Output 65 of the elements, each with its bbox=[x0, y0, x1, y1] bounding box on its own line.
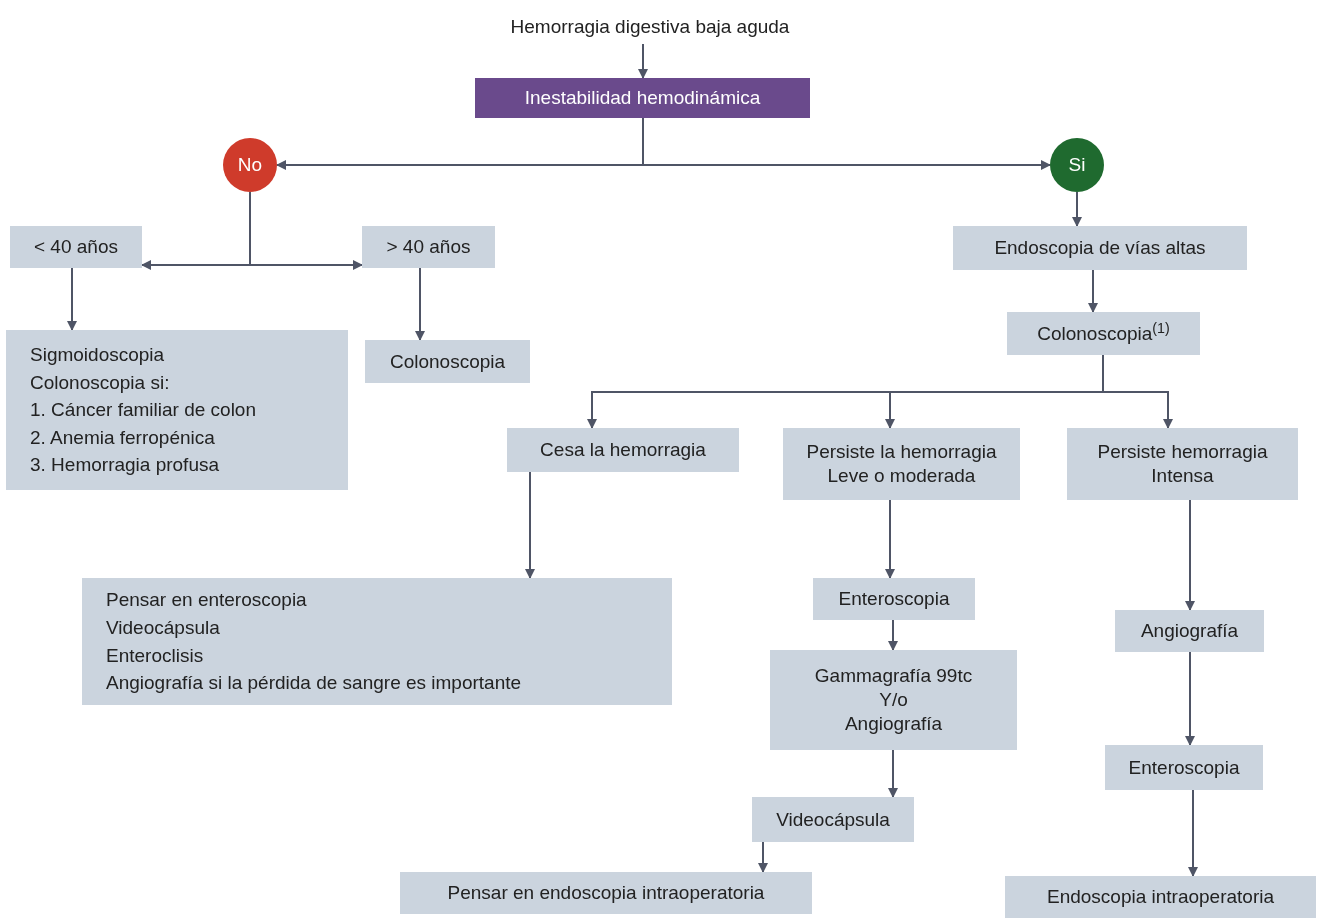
process-box bbox=[783, 428, 1020, 500]
box-text: Inestabilidad hemodinámica bbox=[524, 86, 761, 110]
arrow bbox=[67, 267, 77, 331]
arrow bbox=[888, 619, 898, 651]
process-box bbox=[10, 226, 142, 268]
box-text: Endoscopia intraoperatoria bbox=[1046, 885, 1275, 909]
process-box bbox=[752, 797, 914, 842]
arrow bbox=[1188, 789, 1198, 877]
process-box bbox=[507, 428, 739, 472]
arrow bbox=[638, 43, 648, 79]
box-text: Angiografía si la pérdida de sangre es importante bbox=[106, 671, 522, 696]
process-box bbox=[6, 330, 348, 490]
box-text: Enteroscopia bbox=[838, 587, 950, 611]
box-text: Videocápsula bbox=[776, 807, 890, 832]
box-text: Y/o bbox=[879, 688, 908, 712]
box-text: Leve o moderada bbox=[827, 464, 976, 488]
box-text: Colonoscopia$^{(1)}$ bbox=[1037, 321, 1170, 346]
process-box bbox=[1115, 610, 1264, 652]
box-text: Cesa la hemorragia bbox=[540, 438, 706, 462]
process-box bbox=[365, 340, 530, 383]
arrow bbox=[1185, 499, 1195, 611]
arrow bbox=[1088, 269, 1098, 313]
box-text: Persiste la hemorragia bbox=[806, 440, 997, 464]
arrow bbox=[415, 267, 425, 341]
arrow bbox=[758, 841, 768, 873]
process-box bbox=[1105, 745, 1263, 790]
box-text: Pensar en enteroscopia bbox=[106, 588, 307, 613]
box-text: Intensa bbox=[1151, 464, 1214, 488]
process-box bbox=[362, 226, 495, 268]
arrow bbox=[1102, 354, 1173, 429]
process-box bbox=[1067, 428, 1298, 500]
process-box bbox=[953, 226, 1247, 270]
box-text: Angiografía bbox=[844, 711, 943, 736]
process-box bbox=[475, 78, 810, 118]
box-text: < 40 años bbox=[34, 235, 118, 259]
box-text: Enteroscopia bbox=[1128, 755, 1240, 780]
box-text: Colonoscopia si: bbox=[30, 370, 170, 395]
box-text: Videocápsula bbox=[106, 615, 220, 640]
process-box bbox=[400, 872, 812, 914]
process-box bbox=[1005, 876, 1316, 918]
box-text: 3. Hemorragia profusa bbox=[30, 453, 220, 478]
box-text: Endoscopia de vías altas bbox=[994, 236, 1206, 260]
box-text: Gammagrafía 99tc bbox=[814, 664, 973, 689]
arrow bbox=[249, 191, 363, 270]
arrow bbox=[1072, 191, 1082, 227]
process-box bbox=[813, 578, 975, 620]
process-box bbox=[82, 578, 672, 705]
box-text: 2. Anemia ferropénica bbox=[30, 425, 215, 450]
arrow bbox=[888, 749, 898, 798]
box-text: > 40 años bbox=[386, 235, 471, 259]
box-text: Si bbox=[1068, 153, 1086, 177]
box-text: Pensar en endoscopia intraoperatoria bbox=[447, 881, 765, 905]
box-text: Angiografía bbox=[1140, 619, 1239, 643]
process-box bbox=[1007, 312, 1200, 355]
box-text: Persiste hemorragia bbox=[1097, 440, 1268, 464]
box-text: Colonoscopia bbox=[389, 349, 506, 374]
box-text: No bbox=[237, 153, 263, 177]
box-text: Enteroclisis bbox=[106, 643, 204, 668]
process-box bbox=[770, 650, 1017, 750]
arrow bbox=[1185, 651, 1195, 746]
title-text: Hemorragia digestiva baja aguda bbox=[510, 15, 790, 39]
box-text: 1. Cáncer familiar de colon bbox=[30, 398, 256, 423]
box-text: Sigmoidoscopia bbox=[30, 343, 165, 368]
arrow bbox=[525, 471, 535, 579]
arrow bbox=[885, 499, 895, 579]
